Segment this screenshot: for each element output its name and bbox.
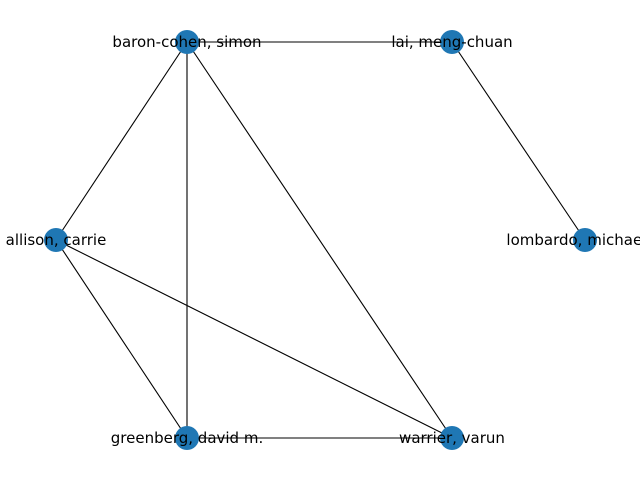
edge-baron-cohen-allison [55,41,188,241]
edge-lai-lombardo [451,41,586,241]
node-label-baron-cohen: baron-cohen, simon [112,33,261,51]
node-lombardo [573,228,597,252]
node-baron-cohen [175,30,199,54]
edges-layer [55,41,586,439]
labels-layer: baron-cohen, simon lai, meng-chuan allison… [6,33,640,447]
node-allison [44,228,68,252]
node-lai [440,30,464,54]
node-label-warrier: warrier, varun [399,429,505,447]
node-label-greenberg: greenberg, david m. [111,429,263,447]
node-label-lai: lai, meng-chuan [391,33,512,51]
edge-allison-warrier [55,239,453,439]
node-warrier [440,426,464,450]
node-greenberg [175,426,199,450]
edge-allison-greenberg [55,239,188,439]
nodes-layer [44,30,597,450]
edge-baron-cohen-warrier [186,41,453,439]
node-label-allison: allison, carrie [6,231,107,249]
node-label-lombardo: lombardo, michael v. [506,231,640,249]
